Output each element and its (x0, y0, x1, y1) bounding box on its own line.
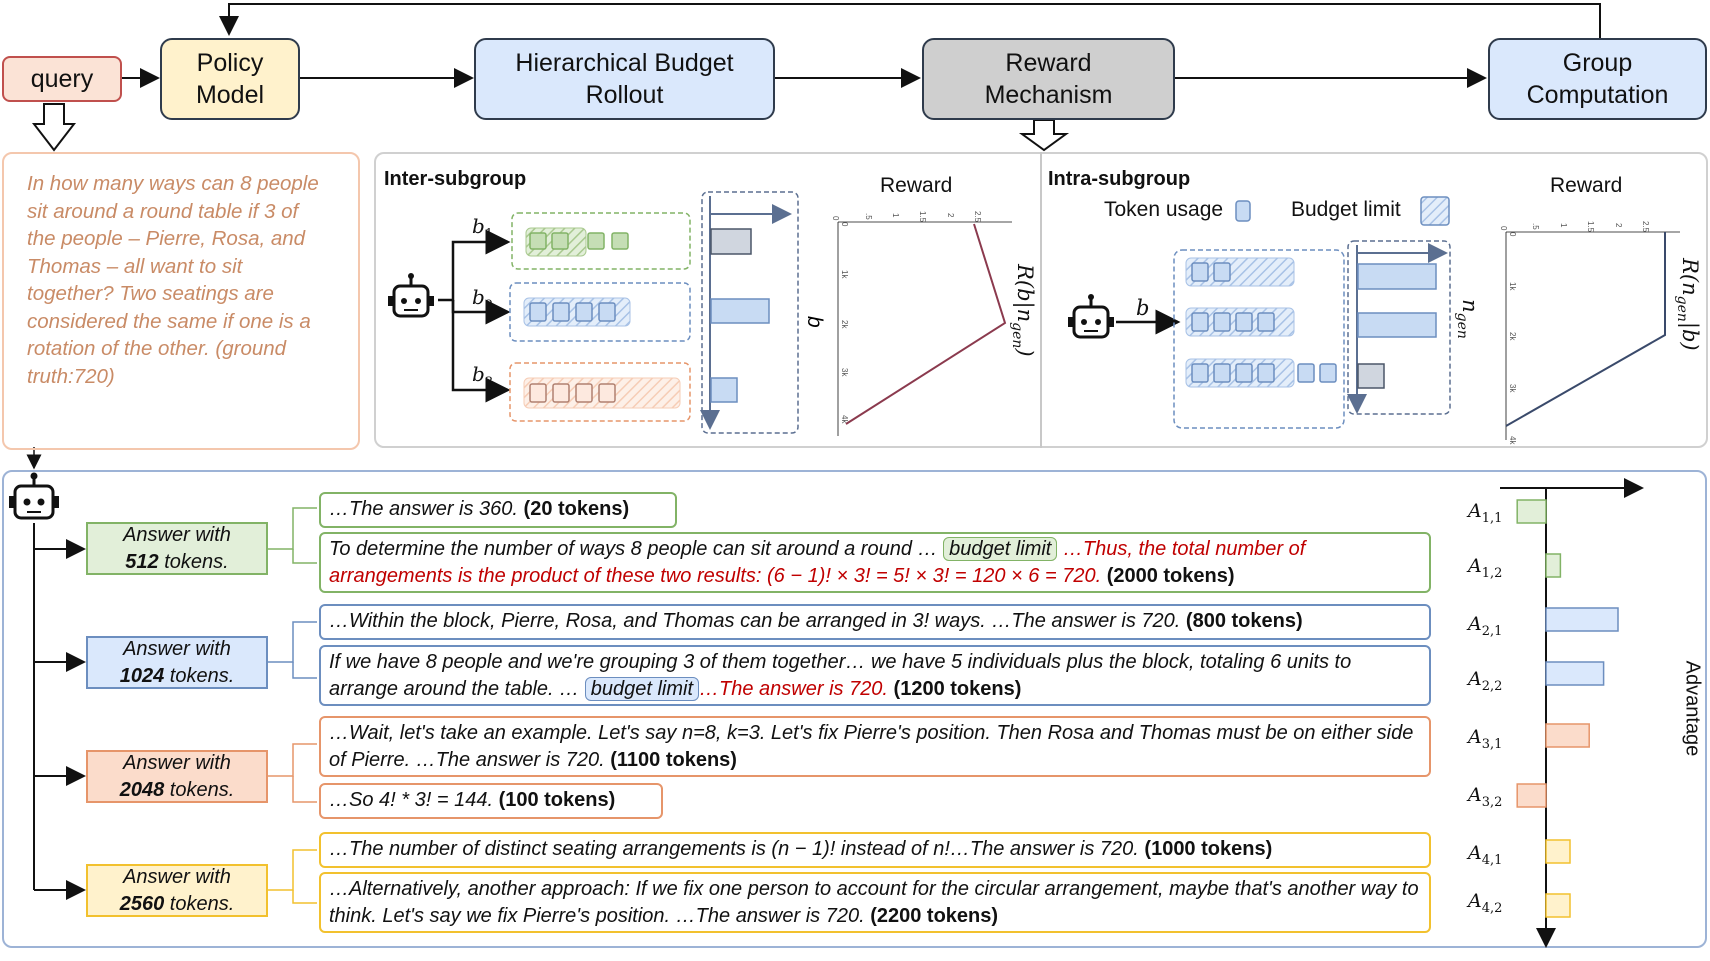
advantage-bar-3 (1545, 607, 1619, 632)
intra-x-ticks: 0 .5 1 1.5 2 2.5 (1499, 221, 1650, 233)
group-line1: Group (1562, 48, 1633, 77)
svg-text:0: 0 (840, 222, 849, 227)
svg-text:1.5: 1.5 (918, 211, 927, 223)
robot-icon (388, 273, 434, 318)
svg-text:1k: 1k (840, 270, 849, 279)
robot-icon (1068, 294, 1114, 339)
rollout-line2: Rollout (585, 81, 664, 109)
adv-label-3-1: A3,1 (1468, 726, 1503, 752)
svg-text:0: 0 (1508, 232, 1517, 237)
svg-text:1: 1 (1559, 223, 1568, 228)
svg-text:2k: 2k (1508, 332, 1517, 341)
reward-line2: Mechanism (984, 81, 1113, 109)
svg-text:0: 0 (1499, 226, 1508, 231)
advantage-bar-2 (1545, 553, 1562, 578)
svg-text:4k: 4k (1508, 436, 1517, 445)
svg-text:4k: 4k (840, 415, 849, 424)
answer-2-2: If we have 8 people and we're grouping 3… (319, 645, 1431, 706)
answer-1-2: To determine the number of ways 8 people… (319, 532, 1431, 593)
budget-limit-tag: budget limit (943, 537, 1058, 561)
intra-y-ticks: 0 1k 2k 3k 4k (1508, 232, 1517, 445)
svg-text:1k: 1k (1508, 282, 1517, 291)
svg-text:2.5: 2.5 (973, 211, 982, 223)
advantage-bar-5 (1545, 723, 1590, 748)
adv-label-4-2: A4,2 (1468, 890, 1503, 916)
question-text: In how many ways can 8 people sit around… (27, 172, 319, 388)
query-box: query (2, 56, 122, 102)
inter-x-ticks: 0 .5 1 1.5 2 2.5 (831, 211, 982, 223)
policy-model-box: Policy Model (160, 38, 300, 120)
svg-text:1.5: 1.5 (1586, 221, 1595, 233)
svg-text:1: 1 (891, 213, 900, 218)
advantage-bar-4 (1545, 661, 1605, 686)
query-label: query (30, 64, 94, 93)
svg-text:2k: 2k (840, 320, 849, 329)
answer-1-1: …The answer is 360. (20 tokens) (319, 492, 677, 528)
advantage-bar-8 (1545, 893, 1571, 918)
policy-model-line1: Policy (196, 48, 264, 77)
adv-label-4-1: A4,1 (1468, 842, 1503, 868)
token-usage-swatch (1235, 200, 1251, 222)
answer-3-1: …Wait, let's take an example. Let's say … (319, 716, 1431, 777)
inter-y-axis-label: b (803, 316, 826, 328)
policy-model-line2: Model (195, 81, 265, 109)
intra-budget-b: b (1136, 296, 1150, 320)
robot-icon (9, 472, 59, 520)
budget-limit-swatch (1420, 196, 1450, 226)
svg-text:0: 0 (831, 216, 840, 221)
group-computation-box: Group Computation (1488, 38, 1707, 120)
svg-text:.5: .5 (864, 213, 873, 220)
question-panel (2, 152, 360, 450)
budget-limit-tag: budget limit (584, 677, 700, 701)
token-usage-legend: Token usage (1104, 198, 1224, 221)
adv-label-2-2: A2,2 (1468, 668, 1503, 694)
budget-limit-legend: Budget limit (1291, 198, 1401, 221)
rollout-box: Hierarchical Budget Rollout (474, 38, 775, 120)
group-line2: Computation (1526, 81, 1669, 109)
intra-reward-curve (1505, 232, 1666, 427)
answer-4-2: …Alternatively, another approach: If we … (319, 872, 1431, 933)
advantage-bar-6 (1516, 783, 1547, 808)
adv-label-2-1: A2,1 (1468, 613, 1503, 639)
svg-text:3k: 3k (840, 368, 849, 377)
intra-reward-label: Reward (1550, 174, 1623, 197)
answer-3-2: …So 4! * 3! = 144. (100 tokens) (319, 783, 663, 819)
reward-mechanism-box: Reward Mechanism (922, 38, 1175, 120)
inter-y-ticks: 0 1k 2k 3k 4k (840, 222, 849, 424)
inter-budget-b2: b2 (472, 285, 494, 313)
rollout-line1: Hierarchical Budget (515, 48, 734, 77)
svg-text:3k: 3k (1508, 384, 1517, 393)
rollout-panel (2, 470, 1707, 948)
inter-reward-curve (845, 223, 1007, 425)
inter-reward-label: Reward (880, 174, 953, 197)
inter-budget-b3: b3 (472, 362, 494, 390)
advantage-bar-1 (1516, 499, 1547, 524)
inter-budget-b1: b1 (472, 214, 494, 242)
advantage-bar-7 (1545, 839, 1571, 864)
adv-label-1-2: A1,2 (1468, 555, 1503, 581)
svg-text:2: 2 (946, 213, 955, 218)
adv-label-1-1: A1,1 (1468, 500, 1503, 526)
svg-text:2.5: 2.5 (1641, 221, 1650, 233)
answer-4-1: …The number of distinct seating arrangem… (319, 832, 1431, 868)
reward-line1: Reward (1005, 48, 1092, 77)
svg-text:2: 2 (1614, 223, 1623, 228)
inter-subgroup-title: Inter-subgroup (384, 168, 527, 190)
svg-text:.5: .5 (1531, 223, 1540, 230)
intra-subgroup-title: Intra-subgroup (1048, 168, 1191, 190)
adv-label-3-2: A3,2 (1468, 784, 1503, 810)
answer-2-1: …Within the block, Pierre, Rosa, and Tho… (319, 604, 1431, 640)
advantage-axis-label: Advantage (1681, 660, 1704, 757)
